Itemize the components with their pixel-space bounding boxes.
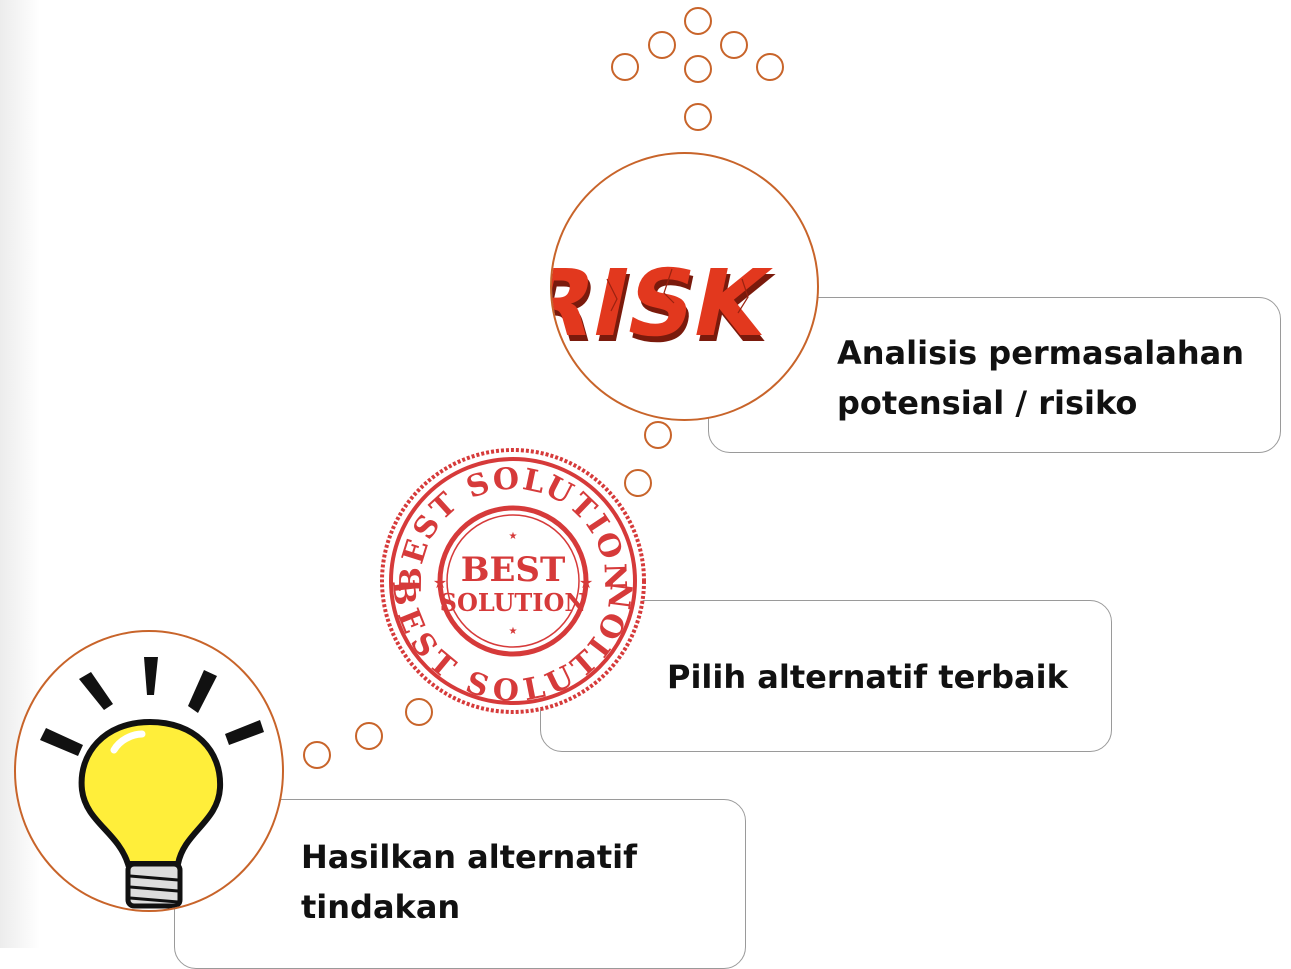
star-icon: ★ <box>579 573 593 592</box>
bubble <box>684 7 712 35</box>
risk-3d-text-icon: RISK RISK <box>552 250 783 363</box>
step-label-best-solution: Pilih alternatif terbaik <box>667 658 1068 696</box>
bubble <box>624 469 652 497</box>
bubble <box>303 741 331 769</box>
risk-text: RISK <box>552 250 780 357</box>
light-ray <box>40 728 83 756</box>
lightbulb-icon <box>40 657 264 909</box>
step-label-lightbulb: Hasilkan alternatif tindakan <box>301 838 638 926</box>
bubble <box>355 722 383 750</box>
bubble <box>684 103 712 131</box>
light-ray <box>188 670 217 713</box>
star-icon: ★ <box>509 531 518 542</box>
best-solution-stamp-icon: BEST SOLUTION BEST SOLUTION BEST SOLUTIO… <box>378 446 648 716</box>
bubble <box>684 55 712 83</box>
light-ray <box>79 672 113 710</box>
star-icon: ★ <box>509 626 518 637</box>
stamp-center-text-2: SOLUTION <box>440 588 587 617</box>
light-ray <box>225 720 264 745</box>
stamp-center-text-1: BEST <box>461 550 566 590</box>
star-icon: ★ <box>433 573 447 592</box>
bubble <box>644 421 672 449</box>
lightbulb-circle <box>14 630 284 912</box>
step-card-best-solution <box>540 600 1112 752</box>
light-ray <box>144 657 158 695</box>
risk-circle: RISK RISK <box>550 152 819 421</box>
bubble <box>405 698 433 726</box>
risk-text-shadow: RISK <box>552 256 783 363</box>
bubble <box>720 31 748 59</box>
bubble <box>648 31 676 59</box>
bubble <box>611 53 639 81</box>
bubble <box>756 53 784 81</box>
bulb-base <box>125 861 183 909</box>
step-label-risk: Analisis permasalahan potensial / risiko <box>837 334 1244 422</box>
bulb-glass <box>78 718 224 867</box>
